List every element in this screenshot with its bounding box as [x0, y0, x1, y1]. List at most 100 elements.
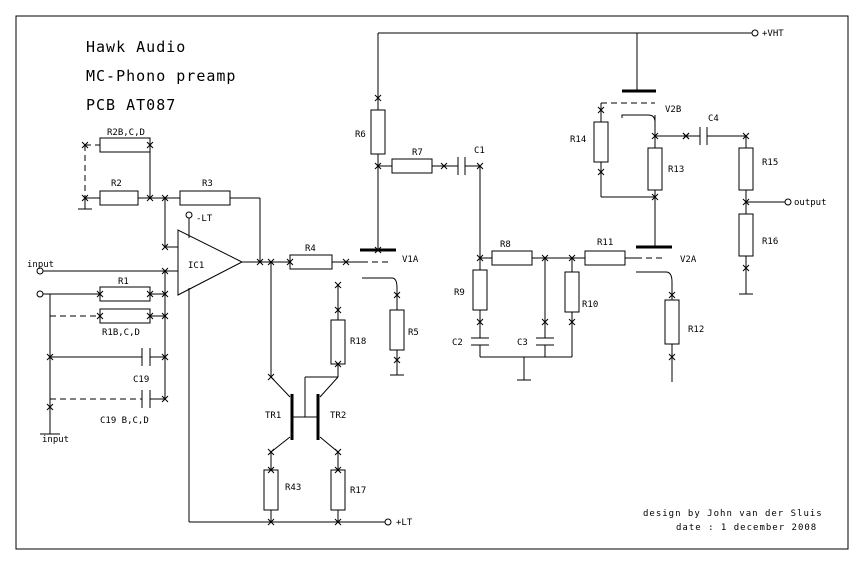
junction-mark	[568, 318, 576, 326]
label-r2bcd: R2B,C,D	[107, 128, 145, 138]
title-line-3: PCB AT087	[86, 96, 176, 114]
junction-mark	[146, 312, 154, 320]
junction-mark	[267, 448, 275, 456]
junction-mark	[476, 162, 484, 170]
title-line-1: Hawk Audio	[86, 38, 186, 56]
junction-mark	[146, 194, 154, 202]
label-r4: R4	[305, 244, 316, 254]
junction-mark	[334, 360, 342, 368]
junction-mark	[334, 448, 342, 456]
resistor-r3	[179, 190, 231, 206]
resistor-r43	[263, 469, 279, 511]
resistor-r4	[289, 254, 333, 270]
junction-mark	[651, 132, 659, 140]
input-section: input input R1 R1B,C,D C19 C19 B,C,D	[27, 260, 166, 445]
opamp-ic1: IC1 -LT +LT	[165, 211, 413, 528]
label-r8: R8	[500, 240, 511, 250]
label-r1: R1	[118, 277, 129, 287]
tube-v1a-stage: +VHT R6 R7 C1 V1A R5	[355, 29, 784, 376]
resistor-r2bcd	[99, 137, 151, 153]
junction-mark	[476, 318, 484, 326]
junction-mark	[334, 518, 342, 526]
label-r5: R5	[408, 328, 419, 338]
junction-mark	[267, 518, 275, 526]
junction-mark	[568, 254, 576, 262]
label-r16: R16	[762, 237, 778, 247]
resistor-r16	[738, 213, 754, 257]
resistor-r8	[491, 250, 533, 266]
output-terminal[interactable]	[784, 198, 792, 206]
label-c2: C2	[452, 338, 463, 348]
junction-mark	[440, 162, 448, 170]
junction-mark	[374, 94, 382, 102]
label-r6: R6	[355, 130, 366, 140]
resistor-r9	[472, 269, 488, 311]
resistor-r12	[664, 299, 680, 345]
junction-mark	[597, 106, 605, 114]
resistor-r14	[593, 121, 609, 163]
label-vht: +VHT	[762, 29, 784, 39]
terminal-pos-lt[interactable]	[384, 518, 392, 526]
resistor-r10	[564, 271, 580, 313]
label-r15: R15	[762, 158, 778, 168]
resistor-r15	[738, 147, 754, 191]
label-r18: R18	[350, 337, 366, 347]
label-v2b: V2B	[665, 105, 681, 115]
junction-mark	[96, 312, 104, 320]
junction-mark	[161, 194, 169, 202]
junction-mark	[476, 254, 484, 262]
label-r14: R14	[570, 135, 586, 145]
junction-mark	[267, 258, 275, 266]
input-terminal-2[interactable]	[36, 290, 44, 298]
resistor-r5	[389, 309, 405, 351]
junction-mark	[393, 291, 401, 299]
schematic-border	[15, 15, 849, 550]
terminal-vht[interactable]	[751, 29, 759, 37]
junction-mark	[146, 290, 154, 298]
junction-mark	[334, 306, 342, 314]
junction-mark	[342, 258, 350, 266]
label-c1: C1	[474, 146, 485, 156]
label-r7: R7	[412, 148, 423, 158]
tube-v2-stage: R11 V2A R12 R13 R14 V2B C4 R15 output	[570, 33, 827, 382]
label-c19bcd: C19 B,C,D	[100, 416, 149, 426]
label-r11: R11	[597, 238, 613, 248]
junction-mark	[541, 318, 549, 326]
feedback-network: R2B,C,D R2 R3	[78, 128, 261, 262]
output-label: output	[794, 198, 827, 208]
label-r17: R17	[350, 486, 366, 496]
label-r2: R2	[111, 179, 122, 189]
junction-mark	[374, 246, 382, 254]
input-label-2: input	[42, 435, 69, 445]
label-c3: C3	[517, 338, 528, 348]
label-r12: R12	[688, 325, 704, 335]
label-v1a: V1A	[402, 255, 419, 265]
junction-mark	[267, 373, 275, 381]
junction-mark	[334, 466, 342, 474]
label-r1bcd: R1B,C,D	[102, 328, 140, 338]
label-r10: R10	[582, 300, 598, 310]
label-r43: R43	[285, 483, 301, 493]
junction-mark	[146, 141, 154, 149]
junction-mark	[374, 162, 382, 170]
label-tr2: TR2	[330, 411, 346, 421]
label-c19: C19	[133, 375, 149, 385]
junction-mark	[668, 291, 676, 299]
junction-mark	[597, 168, 605, 176]
resistor-r7	[391, 158, 433, 174]
junction-mark	[256, 258, 264, 266]
label-v2a: V2A	[680, 255, 697, 265]
label-neg-lt: -LT	[196, 214, 213, 224]
junction-mark	[541, 254, 549, 262]
junction-mark	[334, 281, 342, 289]
junction-mark	[161, 243, 169, 251]
resistor-r1bcd	[99, 308, 151, 324]
junction-mark	[682, 132, 690, 140]
footer-date: date : 1 december 2008	[676, 523, 817, 533]
resistor-r13	[647, 147, 663, 191]
label-r9: R9	[454, 288, 465, 298]
junction-marks	[46, 94, 750, 526]
transistor-pair: TR1 TR2 R43 R17 R18	[263, 262, 366, 522]
junction-mark	[81, 194, 89, 202]
